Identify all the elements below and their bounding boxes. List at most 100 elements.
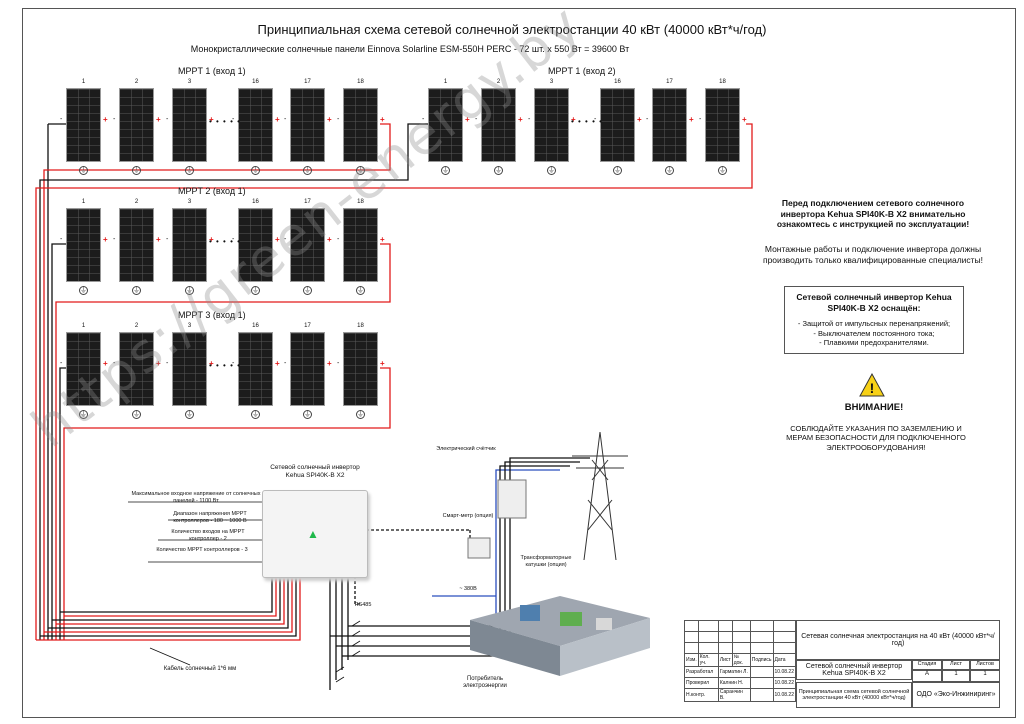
ground-icon: ⏚ xyxy=(251,166,260,175)
page-title: Принципиальная схема сетевой солнечной э… xyxy=(257,22,767,37)
stamp-sheets-header: Листов xyxy=(970,660,1000,670)
ground-icon: ⏚ xyxy=(251,410,260,419)
plus-terminal: + xyxy=(209,235,214,244)
plus-terminal: + xyxy=(465,115,470,124)
consumer-label: Потребитель электроэнергии xyxy=(463,676,507,690)
plus-terminal: + xyxy=(571,115,576,124)
stamp-scheme: Принципиальная схема сетевой солнечной э… xyxy=(796,682,912,708)
solar-panel xyxy=(481,88,516,162)
stamp-sheets: 1 xyxy=(970,670,1000,682)
ground-icon: ⏚ xyxy=(494,166,503,175)
panel-number: 2 xyxy=(134,199,139,205)
minus-terminal: - xyxy=(60,236,63,243)
panel-number: 2 xyxy=(134,79,139,85)
minus-terminal: - xyxy=(113,236,116,243)
stamp-header: Подпись xyxy=(749,653,774,667)
minus-terminal: - xyxy=(166,116,169,123)
ground-icon: ⏚ xyxy=(718,166,727,175)
solar-panel xyxy=(172,208,207,282)
panel-number: 2 xyxy=(134,323,139,329)
ground-icon: ⏚ xyxy=(79,410,88,419)
group-label-mppt2-in1: MPPT 2 (вход 1) xyxy=(178,186,246,196)
panel-number: 1 xyxy=(81,79,86,85)
ground-icon: ⏚ xyxy=(132,286,141,295)
minus-terminal: - xyxy=(60,360,63,367)
panel-number: 3 xyxy=(549,79,554,85)
ground-icon: ⏚ xyxy=(79,166,88,175)
minus-terminal: - xyxy=(284,116,287,123)
panel-number: 16 xyxy=(252,199,259,205)
solar-panel xyxy=(238,88,273,162)
title-block: Изм. Кол. уч. Лист № док. Подпись Дата Р… xyxy=(684,620,1000,708)
minus-terminal: - xyxy=(337,116,340,123)
cable-label: Кабель солнечный 1*6 мм xyxy=(163,666,237,672)
group-label-mppt1-in1: MPPT 1 (вход 1) xyxy=(178,66,246,76)
stamp-date: 10.08.22 xyxy=(772,677,797,689)
plus-terminal: + xyxy=(637,115,642,124)
solar-panel xyxy=(652,88,687,162)
stamp-stage-header: Стадия xyxy=(912,660,942,670)
spec-inputs: Количество входов на MPPT контроллер - 2 xyxy=(171,529,245,542)
ground-icon: ⏚ xyxy=(303,410,312,419)
group-label-mppt3-in1: MPPT 3 (вход 1) xyxy=(178,310,246,320)
solar-panel xyxy=(343,332,378,406)
ground-icon: ⏚ xyxy=(185,286,194,295)
meter-label: Электрический счётчик xyxy=(436,446,496,452)
minus-terminal: - xyxy=(422,116,425,123)
panel-number: 18 xyxy=(357,323,364,329)
page-subtitle: Монокристаллические солнечные панели Ein… xyxy=(190,44,630,54)
ground-icon: ⏚ xyxy=(251,286,260,295)
plus-terminal: + xyxy=(103,115,108,124)
group-label-mppt1-in2: MPPT 1 (вход 2) xyxy=(548,66,616,76)
plus-terminal: + xyxy=(103,235,108,244)
equipment-item: - Плавкими предохранителями. xyxy=(819,338,929,347)
solar-panel xyxy=(290,88,325,162)
inverter-logo-icon: ▲ xyxy=(307,527,319,541)
solar-panel xyxy=(428,88,463,162)
minus-terminal: - xyxy=(646,116,649,123)
minus-terminal: - xyxy=(594,116,597,123)
stamp-project: Сетевая солнечная электростанция на 40 к… xyxy=(796,620,1000,660)
solar-panel xyxy=(343,208,378,282)
plus-terminal: + xyxy=(156,235,161,244)
ground-icon: ⏚ xyxy=(79,286,88,295)
ground-icon: ⏚ xyxy=(356,410,365,419)
plus-terminal: + xyxy=(156,115,161,124)
panel-number: 17 xyxy=(304,323,311,329)
plus-terminal: + xyxy=(103,359,108,368)
stamp-header: Кол. уч. xyxy=(697,653,719,667)
solar-panel xyxy=(172,88,207,162)
panel-number: 17 xyxy=(304,199,311,205)
panel-number: 16 xyxy=(252,323,259,329)
stamp-device: Сетевой солнечный инвертор Kehua SPI40K-… xyxy=(796,660,912,680)
panel-number: 3 xyxy=(187,323,192,329)
solar-panel xyxy=(119,88,154,162)
warning-qualified: Монтажные работы и подключение инвертора… xyxy=(762,244,984,265)
solar-panel xyxy=(534,88,569,162)
plus-terminal: + xyxy=(380,359,385,368)
solar-panel xyxy=(290,332,325,406)
stamp-date: 10.08.22 xyxy=(772,666,797,678)
ellipsis-dots: • • • • • xyxy=(209,237,241,246)
svg-text:!: ! xyxy=(870,380,875,396)
minus-terminal: - xyxy=(699,116,702,123)
solar-panel xyxy=(600,88,635,162)
voltage-label: ~ 380В xyxy=(459,586,477,592)
rs485-label: RS485 xyxy=(354,602,372,608)
panel-number: 1 xyxy=(443,79,448,85)
smart-meter-label: Смарт-метр (опция) xyxy=(442,513,494,519)
minus-terminal: - xyxy=(232,116,235,123)
stamp-role: Н.контр. xyxy=(684,688,719,702)
panel-number: 17 xyxy=(304,79,311,85)
equipment-box: Сетевой солнечный инвертор Kehua SPI40K-… xyxy=(784,286,964,354)
stamp-date: 10.08.22 xyxy=(772,688,797,702)
panel-number: 2 xyxy=(496,79,501,85)
solar-panel xyxy=(66,88,101,162)
minus-terminal: - xyxy=(166,360,169,367)
plus-terminal: + xyxy=(380,235,385,244)
ground-icon: ⏚ xyxy=(441,166,450,175)
minus-terminal: - xyxy=(284,236,287,243)
panel-number: 3 xyxy=(187,79,192,85)
stamp-header: Лист xyxy=(717,653,733,667)
minus-terminal: - xyxy=(337,360,340,367)
